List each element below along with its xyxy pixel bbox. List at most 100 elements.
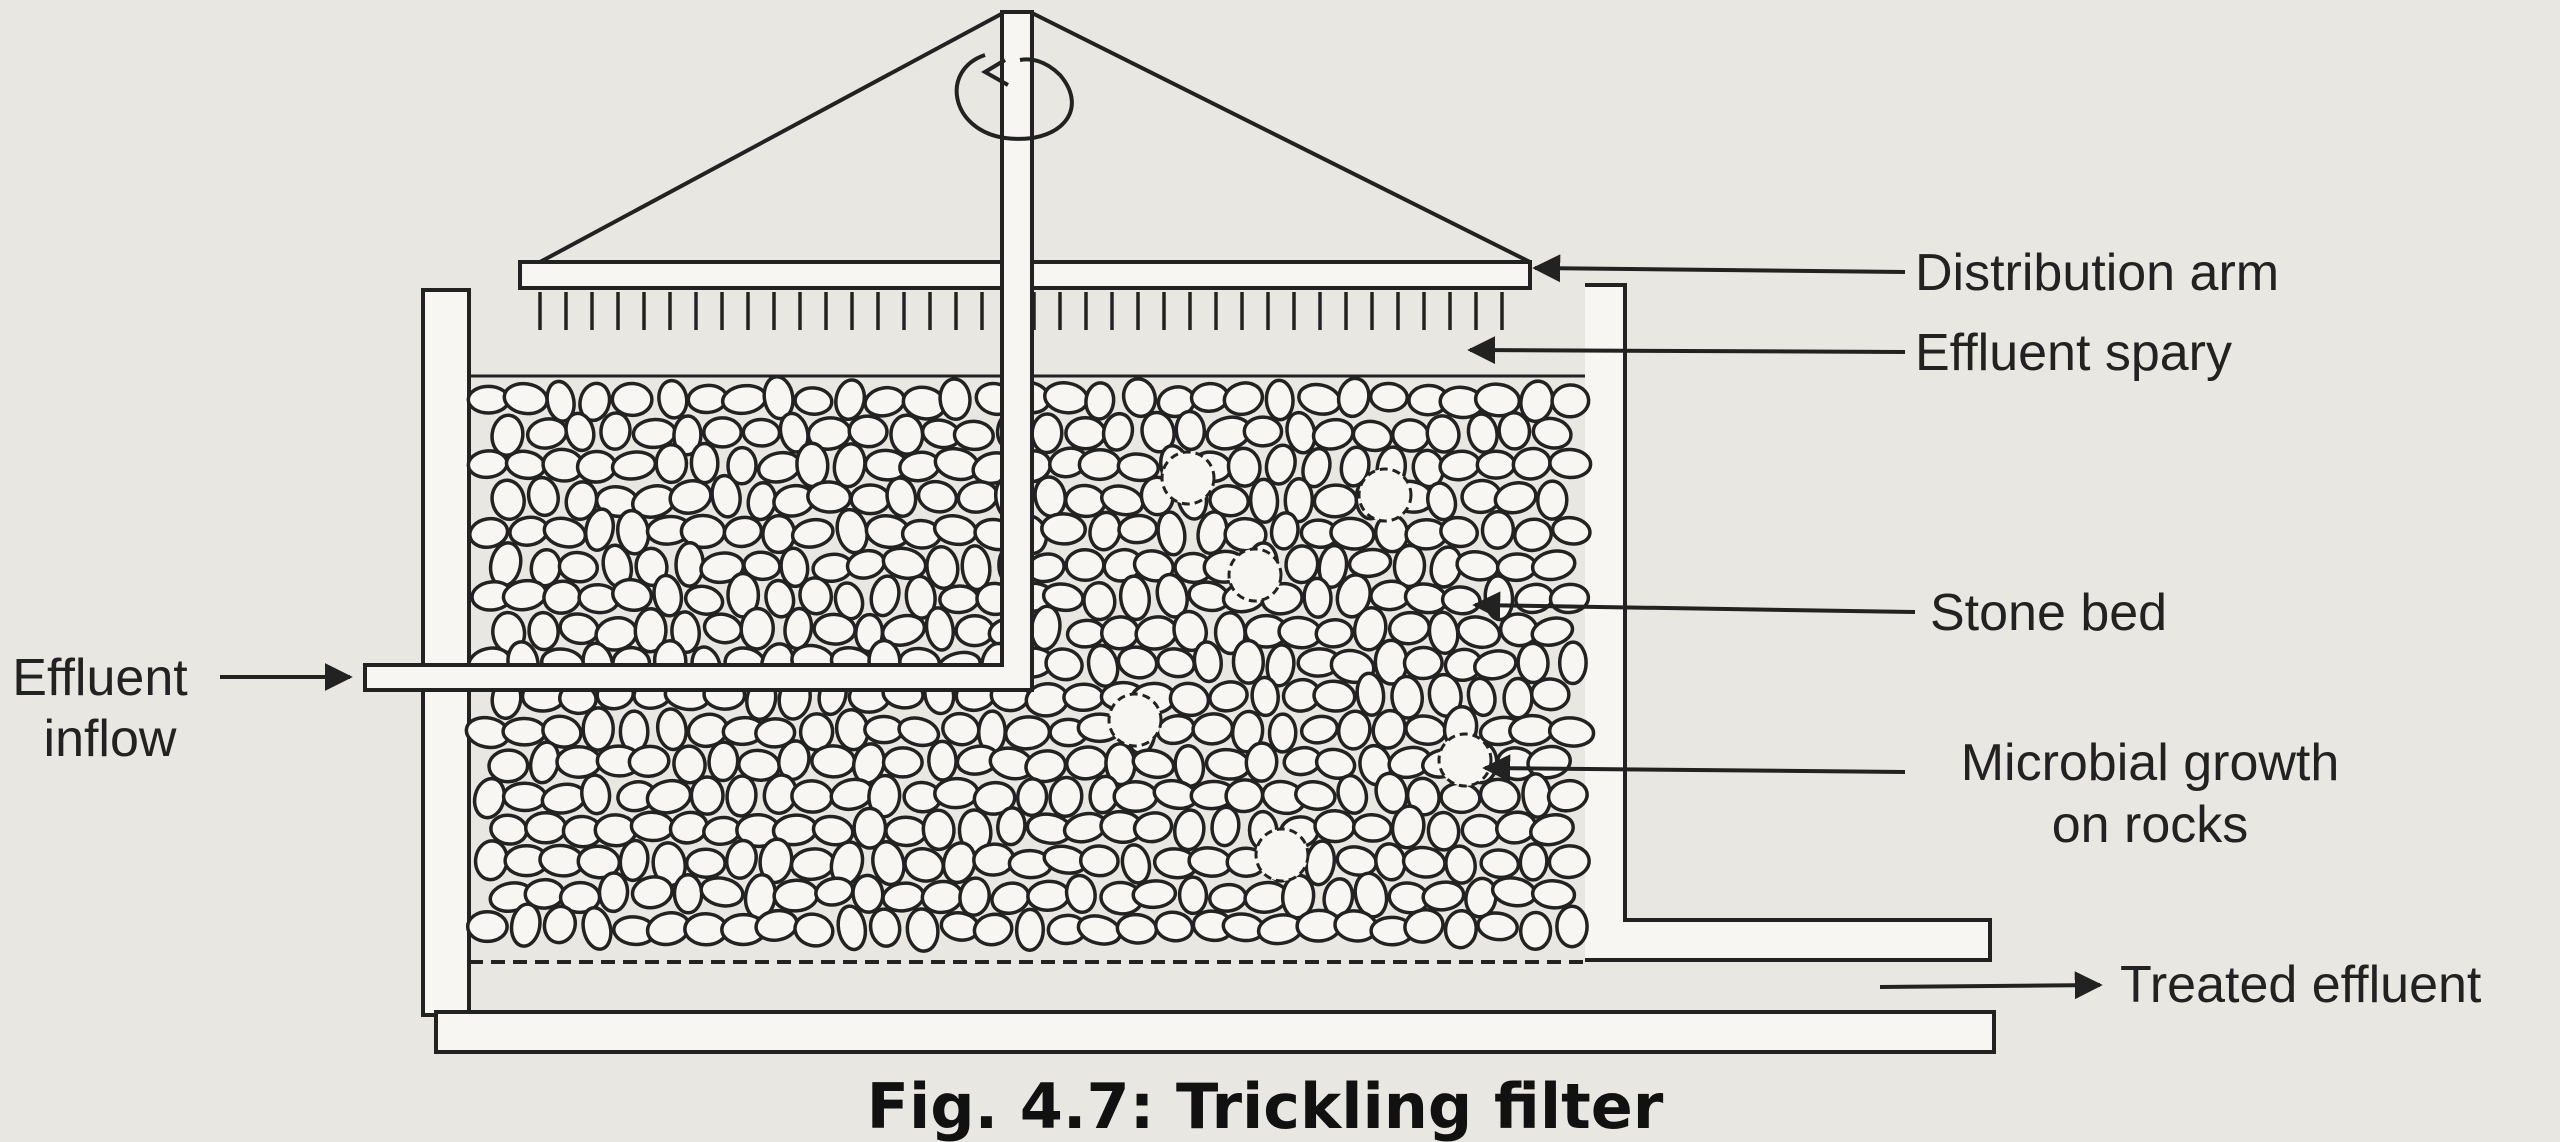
stone	[1156, 510, 1187, 557]
stone	[1547, 716, 1596, 748]
stone	[618, 838, 650, 883]
stone	[764, 578, 796, 619]
microbial-growth-spots	[1107, 450, 1493, 883]
stone	[1177, 875, 1209, 916]
stone	[466, 384, 511, 415]
stone	[1351, 419, 1394, 453]
stone	[1117, 513, 1159, 545]
stone	[490, 478, 526, 522]
microbial-spot	[1437, 732, 1493, 788]
stone	[1547, 844, 1591, 880]
stone	[1351, 813, 1393, 843]
stone	[1329, 516, 1376, 551]
stone	[1438, 449, 1482, 482]
stone	[814, 876, 855, 907]
stone	[1555, 904, 1589, 949]
microbial-spot	[1107, 692, 1163, 748]
stone	[925, 545, 960, 590]
stone	[523, 811, 568, 845]
stone	[699, 876, 745, 908]
stone	[1508, 713, 1555, 747]
label-microbial-growth-1: Microbial growth	[1961, 734, 2340, 792]
stone	[1460, 813, 1501, 848]
stone	[1294, 780, 1337, 811]
stone	[1231, 638, 1266, 685]
stone-bed	[464, 375, 1596, 953]
stone	[580, 773, 612, 816]
stone	[790, 779, 834, 814]
stone	[1121, 377, 1158, 419]
label-effluent-inflow-1: Effluent	[12, 649, 188, 707]
stone	[1132, 549, 1175, 583]
stone	[790, 517, 835, 549]
stone	[1497, 411, 1532, 451]
stone	[564, 411, 596, 453]
figure-caption: Fig. 4.7: Trickling filter	[867, 1070, 1664, 1142]
stone	[849, 483, 892, 516]
stone	[540, 782, 587, 815]
stone	[851, 873, 885, 914]
stone	[672, 414, 703, 457]
stone	[583, 507, 616, 552]
stone	[1208, 484, 1250, 518]
stone	[466, 449, 509, 480]
stone	[1302, 576, 1333, 619]
stone	[1312, 483, 1359, 519]
stone	[885, 476, 918, 518]
stone	[938, 377, 972, 422]
stone	[1371, 708, 1407, 750]
stone	[1421, 880, 1466, 912]
stone	[1557, 640, 1588, 686]
stone	[1402, 645, 1444, 681]
stone	[1250, 675, 1280, 718]
stone	[1339, 445, 1371, 488]
stone	[1530, 616, 1575, 647]
stone	[1444, 844, 1477, 885]
stone	[1116, 645, 1159, 680]
stone	[629, 810, 676, 843]
stone	[1353, 871, 1389, 919]
stone	[1101, 411, 1135, 452]
stone	[1312, 679, 1357, 713]
stone	[1548, 582, 1591, 615]
stone	[1548, 447, 1593, 480]
stone	[1443, 908, 1478, 950]
stone	[927, 739, 958, 782]
stone	[545, 379, 576, 423]
stone	[630, 875, 674, 910]
stone	[702, 416, 743, 449]
stone	[1335, 573, 1372, 619]
stone	[754, 717, 797, 749]
stone	[674, 540, 705, 588]
right-wall	[1585, 283, 1992, 962]
stone	[739, 606, 775, 651]
stone	[1480, 509, 1516, 550]
stone	[1284, 544, 1320, 585]
stone	[1531, 416, 1573, 450]
stone	[1264, 443, 1297, 486]
stone	[811, 814, 855, 847]
stone	[1064, 873, 1097, 914]
stone	[1118, 574, 1152, 622]
microbial-spot	[1227, 547, 1283, 603]
stone	[1040, 512, 1087, 546]
stone	[1168, 681, 1211, 718]
stone	[1404, 714, 1448, 746]
stone	[1464, 876, 1498, 919]
stone	[1174, 409, 1207, 452]
stone	[610, 381, 654, 418]
stone	[1403, 908, 1445, 944]
stone	[1425, 414, 1461, 454]
stone	[836, 904, 868, 952]
stone	[707, 740, 740, 783]
stone	[1530, 549, 1577, 582]
stone	[597, 871, 630, 914]
stone	[1226, 446, 1262, 488]
stone	[725, 774, 758, 818]
stone	[1015, 777, 1049, 818]
stone	[654, 443, 689, 485]
stone	[525, 417, 569, 450]
stone	[1115, 912, 1159, 945]
stone	[555, 745, 603, 779]
stone	[869, 574, 901, 618]
